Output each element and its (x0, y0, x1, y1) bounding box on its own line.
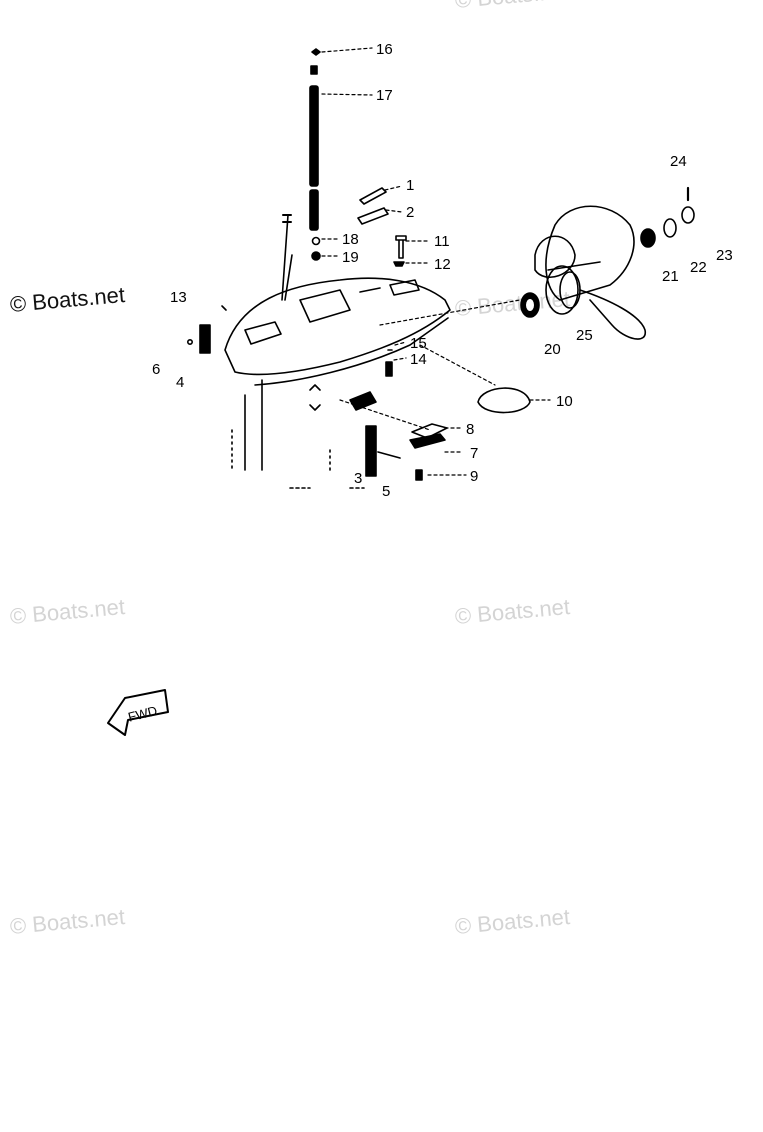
callout-17: 17 (376, 87, 393, 104)
callout-23: 23 (716, 247, 733, 264)
callout-15: 15 (410, 335, 427, 352)
callout-10: 10 (556, 393, 573, 410)
callout-9: 9 (470, 468, 479, 485)
callout-22: 22 (690, 259, 707, 276)
callout-12: 12 (434, 256, 451, 273)
callout-18: 18 (342, 231, 359, 248)
drive-shaft (309, 48, 321, 231)
callout-5: 5 (382, 483, 391, 500)
callout-21: 21 (662, 268, 679, 285)
callout-6: 6 (152, 361, 161, 378)
callout-2: 2 (406, 204, 415, 221)
callout-11: 11 (434, 233, 450, 250)
callout-16: 16 (376, 41, 393, 58)
callout-19: 19 (342, 249, 359, 266)
callout-25: 25 (576, 327, 593, 344)
propeller (534, 205, 646, 340)
callout-8: 8 (466, 421, 475, 438)
callout-20: 20 (544, 341, 561, 358)
callout-7: 7 (470, 445, 479, 462)
callout-14: 14 (410, 351, 427, 368)
callout-3: 3 (354, 470, 363, 487)
fwd-label: FWD (126, 703, 158, 725)
callout-24: 24 (670, 153, 687, 170)
fwd-arrow (107, 689, 169, 736)
callout-4: 4 (176, 374, 185, 391)
gear-case (224, 214, 451, 489)
callout-13: 13 (170, 289, 187, 306)
leader-lines (321, 47, 551, 476)
callout-1: 1 (406, 177, 415, 194)
